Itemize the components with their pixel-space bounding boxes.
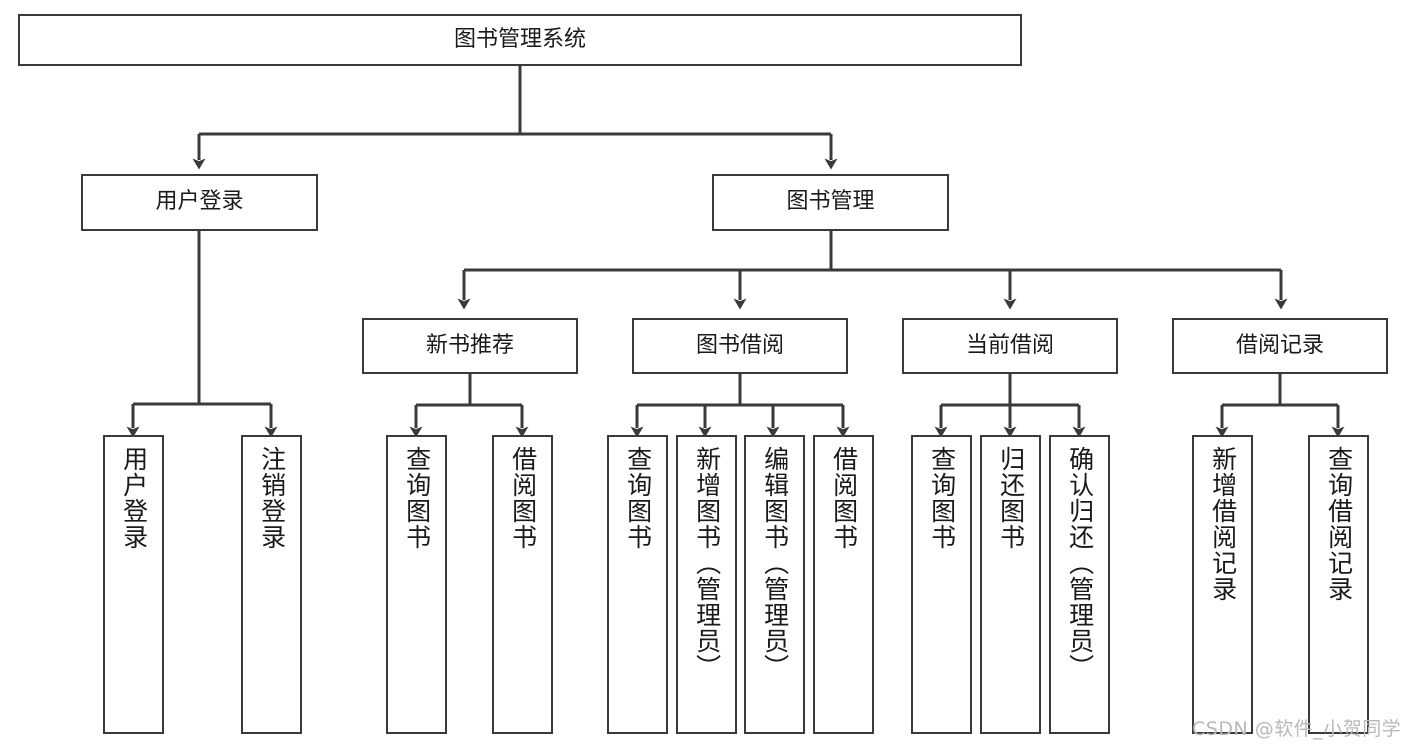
node-user-login-label: 用户登录 [155, 189, 244, 215]
leaf-current-query-book[interactable]: 查询图书 [911, 435, 972, 734]
node-user-login[interactable]: 用户登录 [81, 174, 318, 231]
leaf-user-login-logout[interactable]: 注销登录 [241, 435, 302, 734]
leaf-label: 查询图书 [402, 446, 432, 550]
leaf-label: 新增图书（管理员） [692, 446, 722, 680]
leaf-label: 查询借阅记录 [1324, 446, 1354, 602]
leaf-label: 用户登录 [119, 446, 149, 550]
leaf-label: 编辑图书（管理员） [760, 446, 790, 680]
node-borrow-record-label: 借阅记录 [1235, 332, 1324, 358]
node-root[interactable]: 图书管理系统 [18, 14, 1022, 66]
node-new-book-recommend[interactable]: 新书推荐 [362, 318, 578, 374]
node-book-borrow[interactable]: 图书借阅 [632, 318, 848, 374]
leaf-borrow-edit-book[interactable]: 编辑图书（管理员） [744, 435, 805, 734]
leaf-borrow-query-book[interactable]: 查询图书 [607, 435, 668, 734]
node-book-borrow-label: 图书借阅 [695, 332, 784, 358]
node-current-borrow[interactable]: 当前借阅 [902, 318, 1118, 374]
leaf-label: 注销登录 [257, 446, 287, 550]
leaf-record-query[interactable]: 查询借阅记录 [1308, 435, 1369, 734]
node-borrow-record[interactable]: 借阅记录 [1172, 318, 1388, 374]
leaf-borrow-add-book[interactable]: 新增图书（管理员） [676, 435, 737, 734]
node-new-book-recommend-label: 新书推荐 [425, 332, 514, 358]
leaf-current-return-book[interactable]: 归还图书 [980, 435, 1041, 734]
leaf-new-book-query[interactable]: 查询图书 [386, 435, 447, 734]
leaf-label: 归还图书 [996, 446, 1026, 550]
leaf-current-confirm-return[interactable]: 确认归还（管理员） [1049, 435, 1110, 734]
csdn-watermark: CSDN @软件_小贺同学 [1192, 718, 1402, 740]
leaf-label: 借阅图书 [829, 446, 859, 550]
leaf-label: 确认归还（管理员） [1065, 446, 1095, 680]
leaf-new-book-borrow[interactable]: 借阅图书 [492, 435, 553, 734]
node-book-management[interactable]: 图书管理 [712, 174, 949, 231]
leaf-borrow-borrow-book[interactable]: 借阅图书 [813, 435, 874, 734]
node-current-borrow-label: 当前借阅 [965, 332, 1054, 358]
leaf-user-login-login[interactable]: 用户登录 [103, 435, 164, 734]
node-root-label: 图书管理系统 [453, 26, 586, 52]
leaf-label: 查询图书 [927, 446, 957, 550]
node-book-management-label: 图书管理 [786, 189, 875, 215]
leaf-label: 查询图书 [623, 446, 653, 550]
leaf-record-add[interactable]: 新增借阅记录 [1192, 435, 1253, 734]
leaf-label: 借阅图书 [508, 446, 538, 550]
leaf-label: 新增借阅记录 [1208, 446, 1238, 602]
